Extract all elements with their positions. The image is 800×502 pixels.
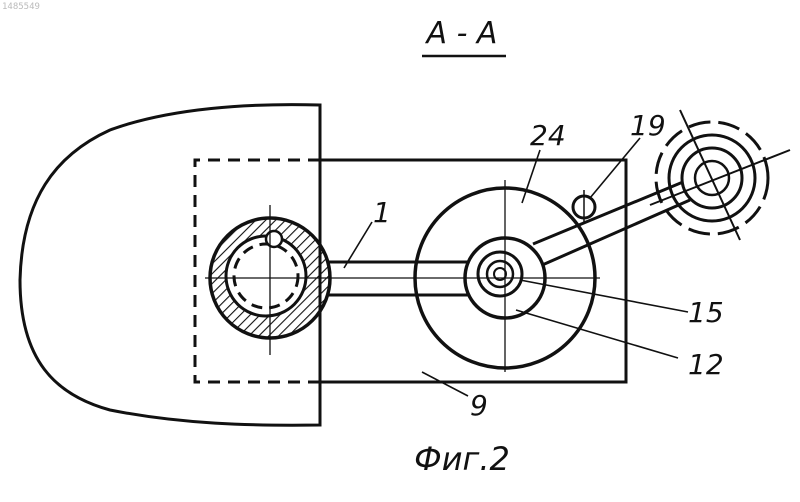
- figure-caption: Фиг.2: [414, 440, 510, 478]
- callout-15: 15: [688, 296, 724, 329]
- bushing-pin: [266, 231, 282, 247]
- leader-19: [590, 138, 640, 198]
- outer-rotor: [650, 110, 790, 240]
- callout-12: 12: [688, 348, 724, 381]
- document-number: 1485549: [2, 2, 40, 12]
- bushing-inner-bore: [226, 236, 306, 316]
- leader-15: [520, 280, 688, 312]
- callout-9: 9: [470, 389, 488, 422]
- leader-9: [422, 372, 468, 396]
- callout-24: 24: [530, 119, 566, 152]
- callout-1: 1: [373, 196, 391, 229]
- leader-12: [516, 310, 678, 358]
- callout-19: 19: [630, 109, 666, 142]
- section-title: A - A: [425, 16, 498, 51]
